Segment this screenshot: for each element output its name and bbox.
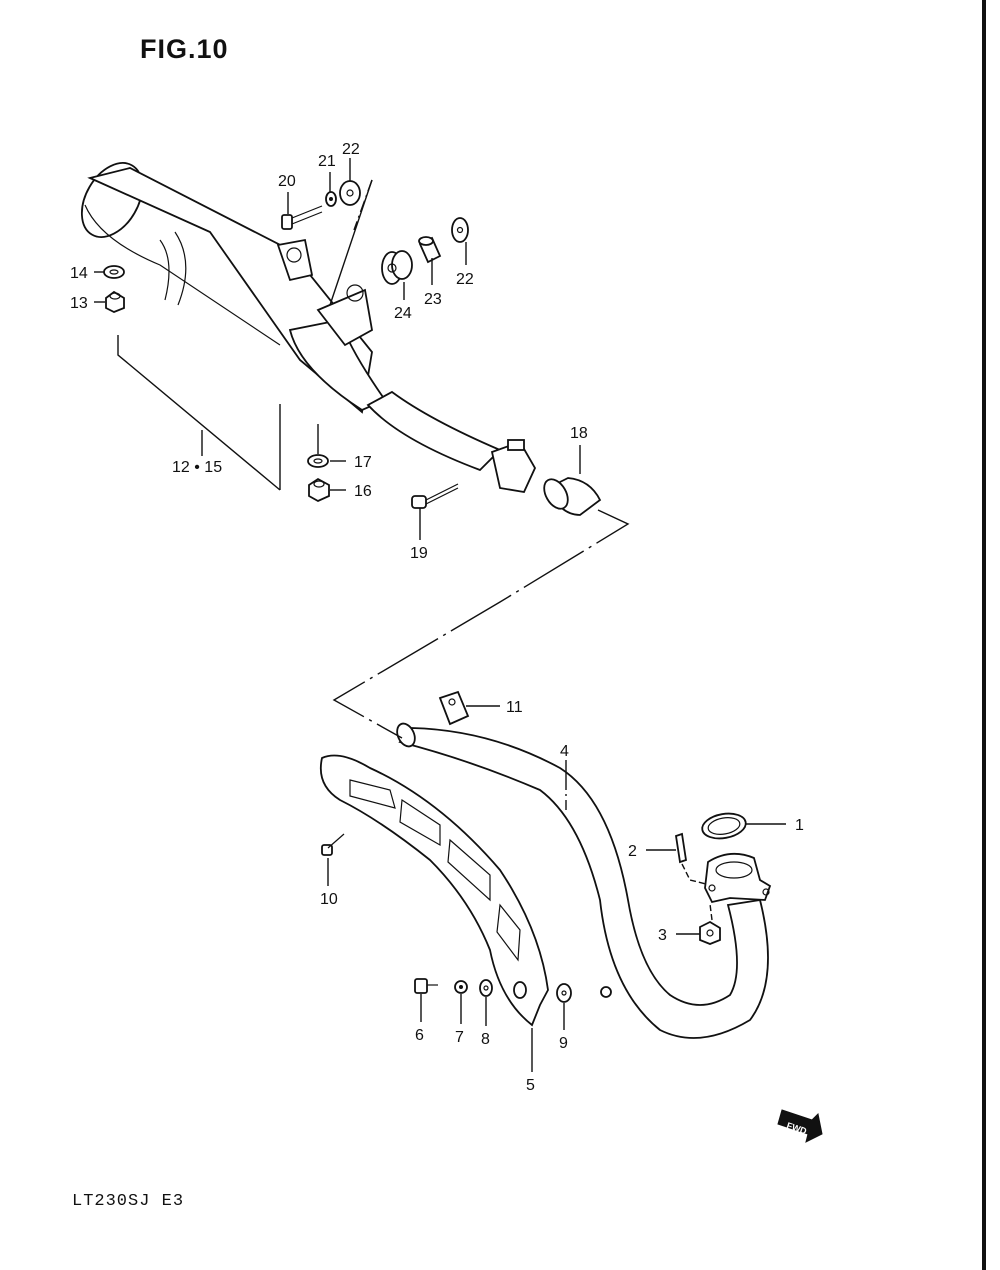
- callout-19: 19: [410, 545, 428, 562]
- part-17-washer: [307, 454, 329, 468]
- part-23-collar: [418, 236, 442, 264]
- exhaust-flange: [704, 852, 772, 904]
- part-8-washer: [479, 979, 493, 997]
- part-11-bracket: [438, 690, 470, 726]
- callout-22-top: 22: [342, 141, 360, 158]
- callout-23: 23: [424, 291, 442, 308]
- callout-20: 20: [278, 173, 296, 190]
- callout-22-right: 22: [456, 271, 474, 288]
- part-3-nut: [699, 920, 721, 945]
- callout-16: 16: [354, 483, 372, 500]
- callout-10: 10: [320, 891, 338, 908]
- callout-8: 8: [481, 1031, 490, 1048]
- muffler-assembly: [80, 162, 537, 494]
- part-20-bolt: [281, 205, 323, 230]
- callout-4: 4: [560, 743, 569, 760]
- callout-24: 24: [394, 305, 412, 322]
- callout-13: 13: [70, 295, 88, 312]
- part-22-washer-right: [451, 217, 469, 243]
- callout-12-15: 12 • 15: [172, 459, 222, 476]
- part-16-nut: [308, 477, 330, 503]
- leader-lines: [94, 158, 786, 1072]
- callout-9: 9: [559, 1035, 568, 1052]
- part-24-grommet: [381, 250, 413, 285]
- model-code: LT230SJ E3: [72, 1192, 185, 1211]
- figure-title: FIG.10: [140, 34, 229, 64]
- callout-11: 11: [506, 699, 523, 716]
- page-edge-border: [982, 0, 986, 1270]
- part-14-washer: [103, 265, 125, 279]
- callout-21: 21: [318, 153, 336, 170]
- callout-6: 6: [415, 1027, 424, 1044]
- part-2-stud: [674, 832, 688, 864]
- callout-3: 3: [658, 927, 667, 944]
- callout-17: 17: [354, 454, 372, 471]
- callout-5: 5: [526, 1077, 535, 1094]
- part-18-sleeve: [543, 477, 602, 516]
- part-21-washer: [325, 191, 337, 207]
- part-1-gasket: [701, 812, 747, 840]
- callout-1: 1: [795, 817, 804, 834]
- forward-direction-icon: FWD: [777, 1109, 823, 1143]
- part-9-washer: [556, 983, 572, 1003]
- part-7-washer: [454, 980, 468, 994]
- callout-2: 2: [628, 843, 637, 860]
- part-10-screw: [321, 833, 345, 856]
- part-5-heat-shield: [319, 754, 549, 1027]
- callout-18: 18: [570, 425, 588, 442]
- part-22-washer-top: [339, 180, 361, 206]
- callout-numbers: 1 2 3 4 5 6 7 8 9 10 11 12 • 15 13 14 16…: [70, 141, 804, 1094]
- part-19-bolt: [411, 483, 459, 509]
- part-6-bolt: [414, 978, 438, 994]
- callout-14: 14: [70, 265, 88, 282]
- callout-7: 7: [455, 1029, 464, 1046]
- part-13-nut: [105, 290, 125, 313]
